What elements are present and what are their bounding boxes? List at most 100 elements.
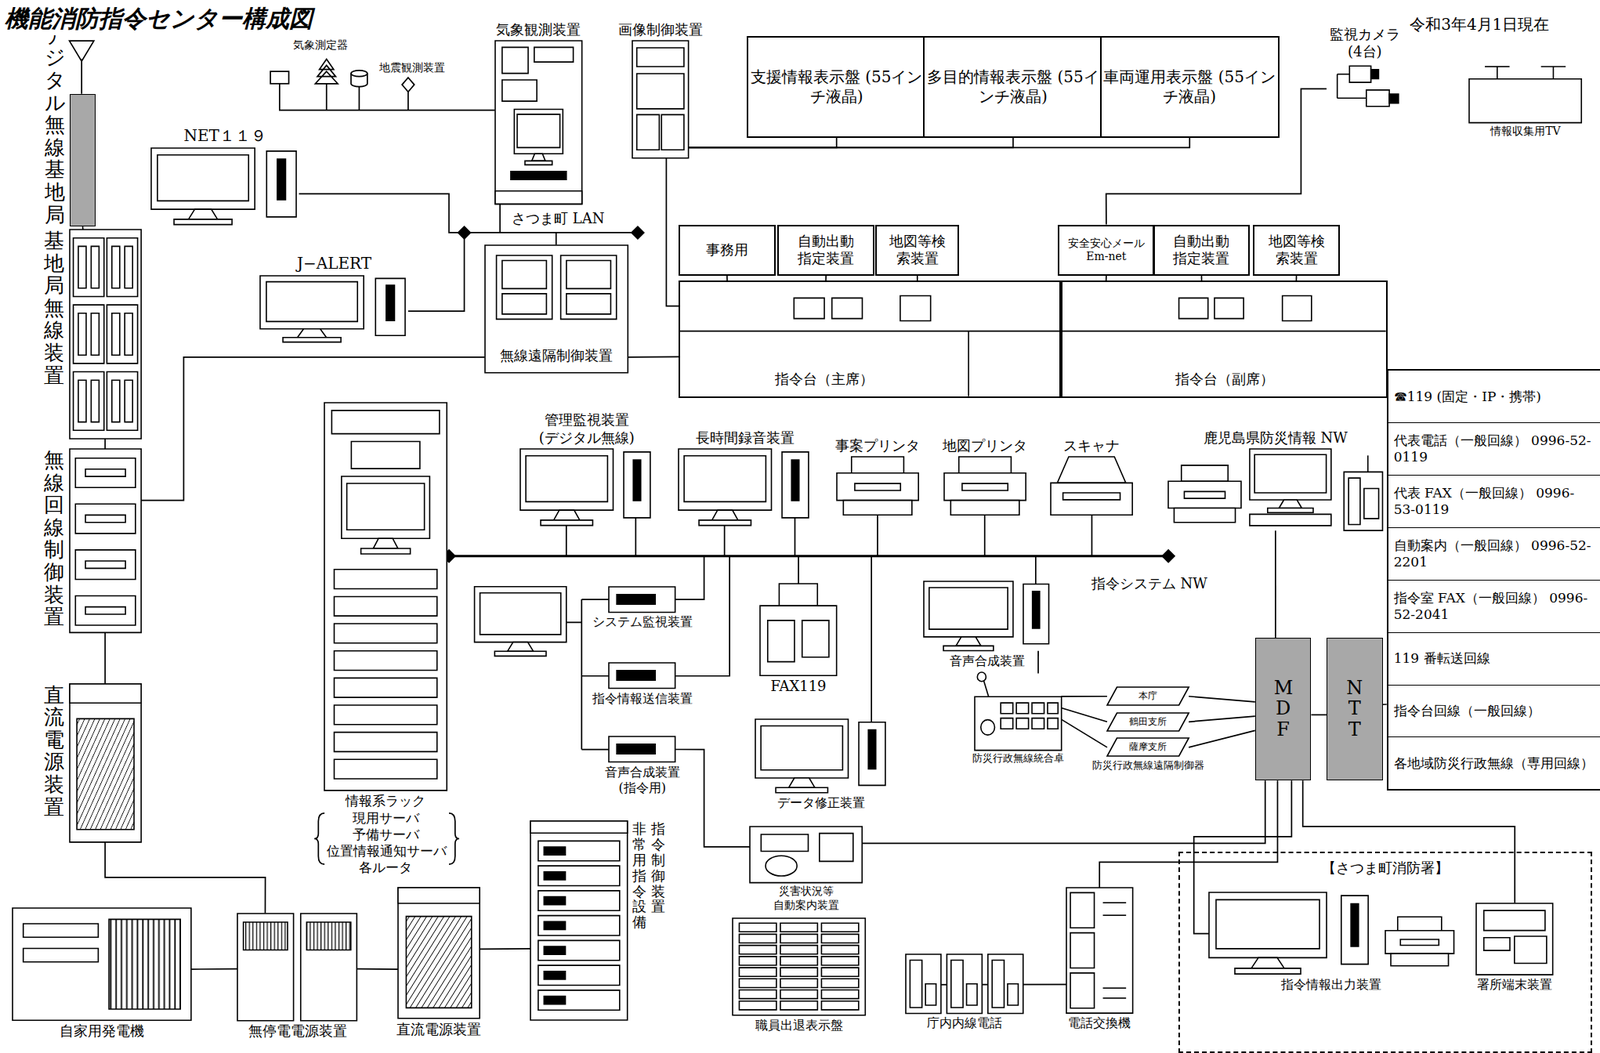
bus-drop-wire <box>446 515 1092 723</box>
node-label: 本庁 <box>1138 690 1158 703</box>
icon-part <box>485 245 628 373</box>
icon-part <box>1282 296 1312 322</box>
node-label: NET１１９ <box>183 126 266 146</box>
label-group: 直流電源装置 <box>396 1020 482 1039</box>
label-group: 薩摩支所 <box>1107 738 1189 757</box>
icon-part <box>560 255 616 319</box>
equipment-box: 支援情報表示盤 (55インチ液晶) <box>746 36 927 138</box>
node-label: 現用サーバ 予備サーバ 位置情報通知サーバ 各ルータ <box>326 810 445 877</box>
equipment-icon <box>755 719 888 793</box>
connector-line <box>104 841 265 913</box>
icon-part <box>111 380 120 422</box>
rain-gauge <box>351 70 368 77</box>
icon-part <box>1066 887 1134 1014</box>
icon-part <box>821 923 858 932</box>
icon-part <box>780 1001 818 1010</box>
node-label: 代表 FAX（一般回線） 0996-53-0119 <box>1388 475 1600 529</box>
node-label: MDF <box>1274 677 1293 740</box>
label-group: J−ALERT <box>296 253 372 274</box>
icon-part <box>300 913 358 1021</box>
node-label: 支援情報表示盤 (55インチ液晶) <box>748 67 925 107</box>
icon-part <box>1267 508 1314 514</box>
icon-part <box>1254 454 1326 493</box>
equipment-box: 長時間録音装置 <box>678 448 811 526</box>
monitor-icon <box>474 586 567 657</box>
icon-part <box>1107 738 1189 757</box>
node-label: 自動出動指定装置 <box>1170 232 1232 268</box>
label-group: 監視カメラ (4台) <box>1321 25 1409 62</box>
equipment-icon <box>1066 887 1134 1014</box>
node-label: 鹿児島県防災情報 NW <box>1203 429 1348 448</box>
icon-part <box>297 328 327 337</box>
label-group: システム監視装置 <box>592 614 693 630</box>
icon-part <box>950 500 1020 516</box>
connector-line <box>1060 719 1108 748</box>
equipment-icon <box>237 913 357 1021</box>
icon-part <box>22 923 98 938</box>
label-group: 防災行政無線統合卓 <box>972 752 1065 765</box>
network-bus <box>448 554 1169 558</box>
node-label: 直流電源装置 <box>396 1020 482 1039</box>
icon-part <box>480 593 562 635</box>
icon-part <box>544 922 566 931</box>
icon-part <box>623 452 651 518</box>
icon-part <box>106 372 138 431</box>
icon-part <box>1336 73 1339 98</box>
equipment-box: FAX119 <box>760 583 837 676</box>
equipment-box: 指令台（主席） <box>678 280 1061 399</box>
node-label: 各地域防災行政無線（専用回線） <box>1388 737 1600 790</box>
sensor-wire <box>279 83 500 233</box>
icon-group <box>375 278 406 336</box>
icon-part <box>544 872 566 880</box>
node-label: 防災行政無線遠隔制御器 <box>1092 759 1205 772</box>
equipment-box: 無停電電源装置 <box>237 913 357 1021</box>
icon-part <box>507 642 534 652</box>
icon-part <box>75 503 136 534</box>
connector-line <box>675 749 750 848</box>
node-label: 無線回線制御装置 <box>43 448 65 629</box>
icon-part <box>779 583 819 606</box>
icon-part <box>974 696 1062 750</box>
connector-line <box>666 158 679 307</box>
icon-part <box>398 887 480 1019</box>
icon-part <box>944 473 1026 501</box>
icon-part <box>1102 914 1126 916</box>
icon-group <box>151 148 255 225</box>
equipment-box: 指令台（副席） <box>1060 280 1388 399</box>
connector-line <box>1188 696 1256 703</box>
icon-part <box>662 114 685 150</box>
icon-part <box>905 954 942 1014</box>
node-label: 自動出動指定装置 <box>795 232 857 268</box>
icon-part <box>531 153 545 161</box>
icon-part <box>793 298 825 319</box>
icon-part <box>1107 687 1189 706</box>
connector-line <box>1060 707 1108 722</box>
connector-line <box>191 968 239 971</box>
equipment-box: データ修正装置 <box>755 719 888 793</box>
icon-part <box>739 1001 777 1010</box>
connector-line <box>1188 730 1256 747</box>
icon-group <box>260 275 364 343</box>
icon-part <box>75 458 136 489</box>
icon-part <box>781 452 809 518</box>
node-label: 署所端末装置 <box>1476 977 1553 993</box>
icon-part <box>544 946 566 955</box>
equipment-box: J−ALERT <box>260 275 409 343</box>
icon-part <box>106 304 138 364</box>
icon-group <box>1343 455 1383 531</box>
connector-line <box>627 356 679 359</box>
antenna-mast <box>69 40 95 95</box>
icon-part <box>1031 717 1044 729</box>
icon-part <box>821 956 858 966</box>
icon-part <box>76 718 134 829</box>
label-group: MDF <box>1256 677 1311 740</box>
label-group: 無線遠隔制御装置 <box>485 347 628 366</box>
connector-line <box>688 137 1190 149</box>
icon-part <box>565 293 611 314</box>
node-label: 非常用指令設備 <box>632 821 647 931</box>
connector-line <box>861 780 1265 844</box>
node-label: 情報収集用TV <box>1490 124 1561 139</box>
equipment-box: 画像制御装置 <box>632 40 689 159</box>
icon-group <box>1168 465 1242 523</box>
icon-group <box>266 151 297 218</box>
